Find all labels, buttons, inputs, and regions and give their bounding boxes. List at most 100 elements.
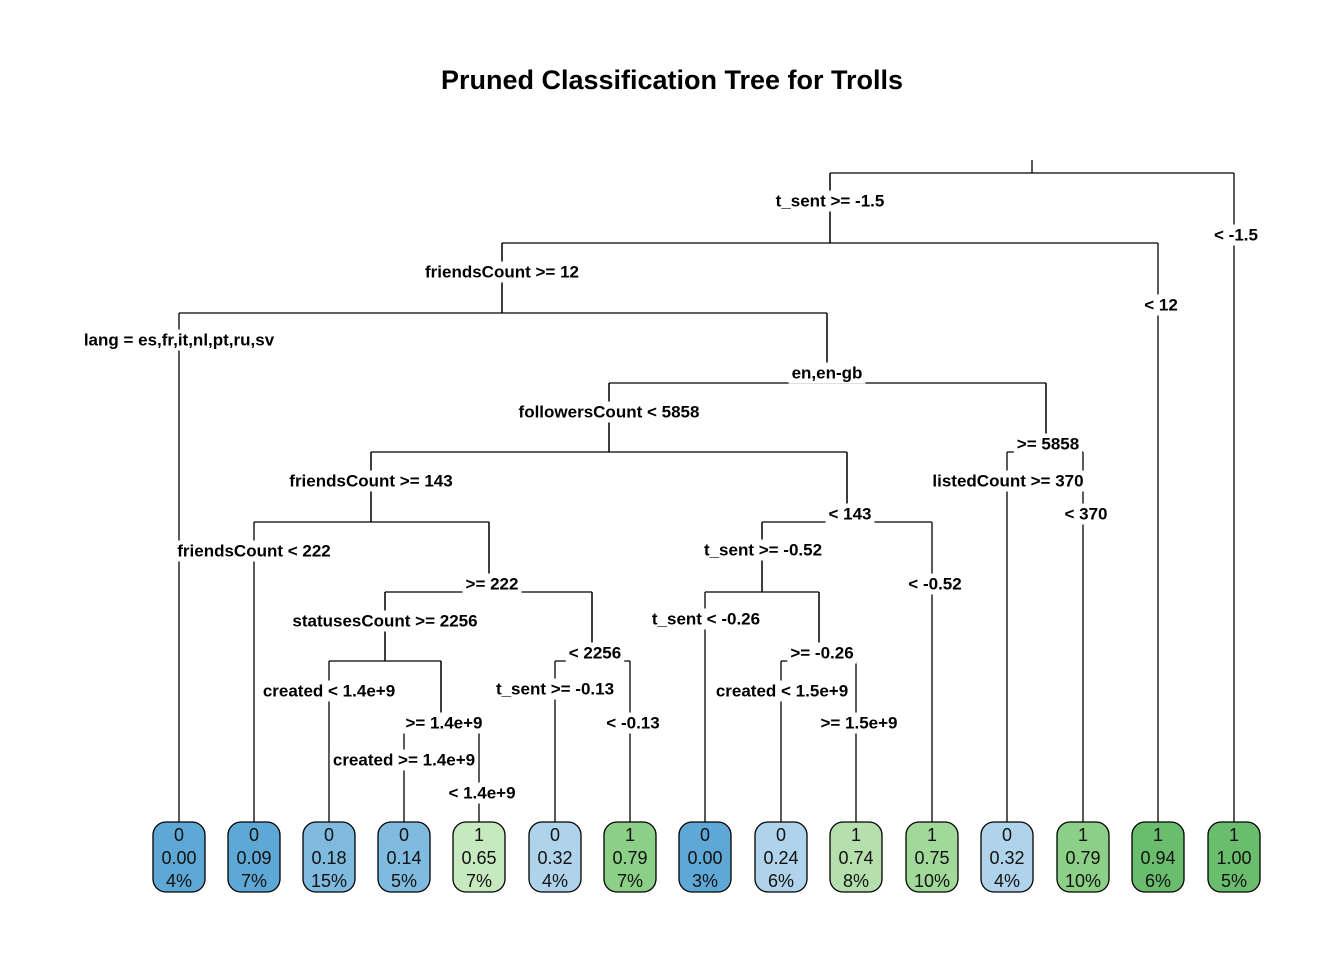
leaf-prob-10: 0.75 [914,848,949,868]
split-yes-label-7: created < 1.4e+9 [263,682,395,701]
split-no-label-10: < -0.52 [908,575,961,594]
leaf-box-1 [227,821,281,893]
split-no-label-6-background [565,642,625,664]
leaf-box-12 [1056,821,1110,893]
leaf-pct-7: 3% [692,871,718,891]
split-yes-label-4-background [286,470,456,492]
leaf-pct-2: 15% [311,871,347,891]
split-no-label-5: >= 222 [466,575,519,594]
split-yes-label-13: listedCount >= 370 [932,472,1083,491]
leaf-prob-4: 0.65 [461,848,496,868]
leaf-class-11: 0 [1002,825,1012,845]
leaf-pct-0: 4% [166,871,192,891]
split-yes-label-10: t_sent >= -0.52 [704,541,822,560]
split-no-label-8-background [445,782,519,804]
split-yes-label-12: created < 1.5e+9 [716,682,848,701]
split-no-label-4-group: < 143 [825,503,875,525]
leaf-box-9 [829,821,883,893]
leaf-node-1: 00.097% [227,821,281,893]
leaf-pct-13: 6% [1145,871,1171,891]
split-no-label-10-background [905,573,965,595]
split-yes-label-11-group: t_sent < -0.26 [648,608,764,630]
leaf-class-3: 0 [399,825,409,845]
split-no-label-7: >= 1.4e+9 [405,714,482,733]
leaf-box-13 [1131,821,1185,893]
leaf-pct-5: 4% [542,871,568,891]
split-yes-label-5-background [174,540,334,562]
split-yes-label-2: lang = es,fr,it,nl,pt,ru,sv [84,331,275,350]
split-no-label-4: < 143 [828,505,871,524]
leaf-class-13: 1 [1153,825,1163,845]
split-no-label-1: < 12 [1144,296,1178,315]
leaf-box-8 [754,821,808,893]
split-no-label-12-background [817,712,901,734]
split-yes-label-11-background [648,608,764,630]
leaf-node-8: 00.246% [754,821,808,893]
split-yes-label-1-background [422,261,582,283]
split-yes-label-7-group: created < 1.4e+9 [259,680,399,702]
leaf-node-13: 1 0.94 6% [1131,821,1185,893]
leaf-prob-6: 0.79 [612,848,647,868]
split-yes-label-8-group: created >= 1.4e+9 [329,749,479,771]
leaf-pct-11: 4% [994,871,1020,891]
leaf-prob-0: 0.00 [161,848,196,868]
leaf-class-4: 1 [474,825,484,845]
split-yes-label-3: followersCount < 5858 [519,403,700,422]
leaf-pct-6: 7% [617,871,643,891]
split-yes-label-2-background [80,329,278,351]
split-yes-label-6-background [289,610,481,632]
split-no-label-5-background [462,573,522,595]
leaf-pct-14: 5% [1221,871,1247,891]
split-no-label-13: < 370 [1064,505,1107,524]
split-no-label-6: < 2256 [569,644,621,663]
leaf-node-4: 1 0.65 7% [452,821,506,893]
leaf-class-2: 0 [324,825,334,845]
split-no-label-12-group: >= 1.5e+9 [817,712,901,734]
leaf-node-7: 00.003% [678,821,732,893]
split-yes-label-0-background [772,190,888,212]
leaf-pct-3: 5% [391,871,417,891]
leaf-pct-12: 10% [1065,871,1101,891]
leaf-pct-9: 8% [843,871,869,891]
split-yes-label-10-group: t_sent >= -0.52 [700,539,826,561]
split-yes-label-13-group: listedCount >= 370 [929,470,1087,492]
split-no-label-2-group: en,en-gb [788,362,866,384]
split-yes-label-3-background [515,401,703,423]
split-yes-label-3-group: followersCount < 5858 [515,401,703,423]
split-no-label-9-background [603,712,663,734]
split-yes-label-6: statusesCount >= 2256 [292,612,477,631]
leaf-class-12: 1 [1078,825,1088,845]
leaf-box-0 [152,821,206,893]
leaf-box-14 [1207,821,1261,893]
leaf-box-6 [603,821,657,893]
split-yes-label-6-group: statusesCount >= 2256 [289,610,481,632]
leaf-class-10: 1 [927,825,937,845]
leaf-box-5 [528,821,582,893]
leaf-node-9: 10.748% [829,821,883,893]
split-no-label-9-group: < -0.13 [603,712,663,734]
leaf-pct-4: 7% [466,871,492,891]
leaf-node-5: 00.324% [528,821,582,893]
split-yes-label-1-group: friendsCount >= 12 [422,261,582,283]
leaf-prob-13: 0.94 [1140,848,1175,868]
leaf-box-2 [302,821,356,893]
split-no-label-12: >= 1.5e+9 [820,714,897,733]
split-no-label-1-background [1141,294,1181,316]
split-no-label-10-group: < -0.52 [905,573,965,595]
split-yes-label-1: friendsCount >= 12 [425,263,579,282]
leaf-box-3 [377,821,431,893]
split-yes-label-5: friendsCount < 222 [177,542,331,561]
leaf-node-11: 00.324% [980,821,1034,893]
split-no-label-8: < 1.4e+9 [448,784,515,803]
split-yes-label-0: t_sent >= -1.5 [776,192,885,211]
split-yes-label-5-group: friendsCount < 222 [174,540,334,562]
leaf-nodes: 00.004%00.097%00.1815%00.145%10.657%00.3… [152,821,1261,893]
split-yes-label-7-background [259,680,399,702]
split-no-label-0-background [1211,224,1261,246]
leaf-class-8: 0 [776,825,786,845]
leaf-class-6: 1 [625,825,635,845]
leaf-class-14: 1 [1229,825,1239,845]
leaf-node-14: 11.005% [1207,821,1261,893]
split-no-label-0: < -1.5 [1214,226,1258,245]
